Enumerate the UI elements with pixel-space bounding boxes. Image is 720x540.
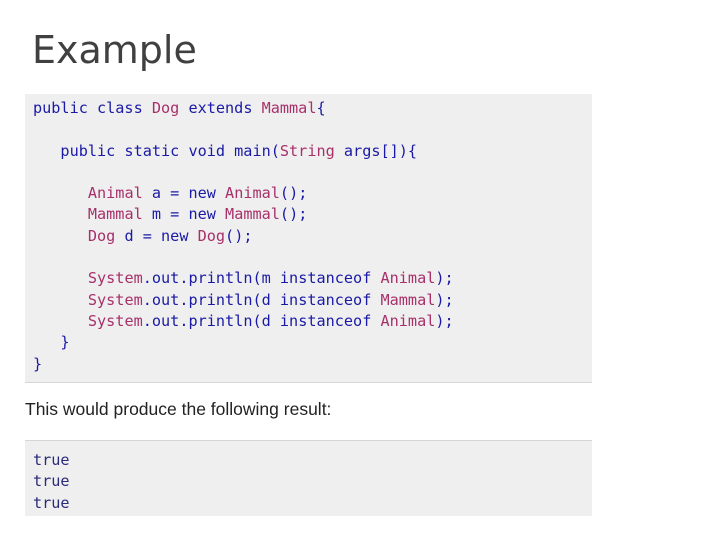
output-line: true [33, 472, 70, 491]
code-line: System.out.println(m instanceof Animal); [33, 268, 592, 289]
code-type-token: System [87, 269, 143, 288]
code-line [33, 162, 592, 183]
code-line: Dog d = new Dog(); [33, 226, 592, 247]
code-token: a = new [142, 184, 226, 203]
code-token: ); [435, 269, 454, 288]
code-type-token: Dog [87, 226, 116, 245]
code-token: (); [279, 184, 308, 203]
code-token: { [316, 99, 326, 117]
result-caption: This would produce the following result: [25, 399, 332, 419]
code-line: Mammal m = new Mammal(); [33, 204, 592, 225]
code-token: d = new [115, 226, 198, 245]
code-type-token: Mammal [87, 205, 143, 224]
code-type-token: System [87, 311, 143, 330]
code-token: .out.println(d instanceof [142, 290, 381, 309]
code-line: } [33, 354, 592, 375]
code-line: System.out.println(d instanceof Animal); [33, 311, 592, 332]
output-line: true [33, 493, 70, 512]
code-type-token: Dog [151, 99, 180, 117]
code-token: public static void main( [33, 141, 280, 160]
code-type-token: Dog [197, 226, 226, 245]
code-type-token: Animal [380, 311, 436, 330]
code-type-token: Mammal [261, 99, 317, 117]
code-type-token: Mammal [380, 290, 436, 309]
code-token [33, 312, 88, 330]
code-type-token: Animal [225, 184, 280, 203]
code-line: public class Dog extends Mammal{ [33, 98, 592, 119]
slide-title: Example [32, 28, 197, 72]
code-token [33, 291, 88, 309]
code-line [33, 119, 592, 140]
code-type-token: Animal [380, 269, 436, 288]
code-line: Animal a = new Animal(); [33, 183, 592, 204]
output-block: true true true [25, 440, 592, 516]
code-token: (); [279, 205, 308, 224]
code-token [33, 227, 88, 245]
code-token [33, 184, 88, 202]
code-line [33, 247, 592, 268]
code-type-token: Animal [87, 184, 143, 203]
code-block: public class Dog extends Mammal{ public … [25, 94, 592, 383]
code-line: public static void main(String args[]){ [33, 141, 592, 162]
code-token: (); [225, 226, 253, 245]
code-token: m = new [142, 205, 226, 224]
code-token: .out.println(m instanceof [142, 269, 381, 288]
code-token: extends [179, 99, 262, 117]
code-token: } [33, 354, 43, 373]
code-token: args[]){ [334, 141, 418, 160]
code-token: ); [435, 311, 454, 330]
code-token: .out.println(d instanceof [142, 311, 381, 330]
output-line: true [33, 451, 70, 469]
code-line: System.out.println(d instanceof Mammal); [33, 290, 592, 311]
code-type-token: String [279, 141, 335, 160]
code-line: } [33, 332, 592, 353]
code-token [33, 205, 88, 223]
code-token [33, 269, 88, 287]
code-token: } [33, 333, 70, 352]
code-type-token: Mammal [225, 205, 280, 224]
code-token: public class [33, 99, 152, 117]
code-token: ); [435, 290, 454, 309]
code-type-token: System [87, 290, 143, 309]
